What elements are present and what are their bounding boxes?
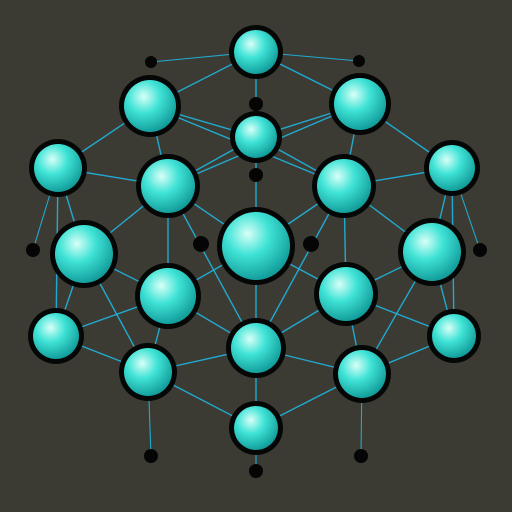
teal-sphere-icon <box>424 140 480 196</box>
sphere-body <box>140 268 196 324</box>
sphere-body <box>234 30 278 74</box>
teal-sphere-icon <box>135 263 201 329</box>
teal-sphere-icon <box>230 111 282 163</box>
dot-layer <box>26 55 487 478</box>
teal-sphere-icon <box>28 308 84 364</box>
teal-sphere-icon <box>119 75 181 137</box>
sphere-body <box>432 314 476 358</box>
teal-sphere-icon <box>314 262 378 326</box>
teal-sphere-icon <box>398 218 466 286</box>
sphere-body <box>222 212 290 280</box>
teal-sphere-icon <box>427 309 481 363</box>
black-dot-icon <box>249 97 263 111</box>
black-dot-icon <box>145 56 157 68</box>
sphere-body <box>235 116 277 158</box>
black-dot-icon <box>144 449 158 463</box>
sphere-body <box>338 350 386 398</box>
sphere-body <box>403 223 461 281</box>
sphere-body <box>33 313 79 359</box>
sphere-body <box>141 159 195 213</box>
sphere-body <box>124 80 176 132</box>
black-dot-icon <box>249 464 263 478</box>
teal-sphere-icon <box>136 154 200 218</box>
sphere-body <box>34 144 82 192</box>
black-dot-icon <box>473 243 487 257</box>
sphere-body <box>334 78 386 130</box>
node-layer <box>28 25 481 455</box>
sphere-body <box>234 406 278 450</box>
black-dot-icon <box>193 236 209 252</box>
black-dot-icon <box>354 449 368 463</box>
sphere-body <box>319 267 373 321</box>
black-dot-icon <box>303 236 319 252</box>
sphere-body <box>429 145 475 191</box>
teal-sphere-icon <box>329 73 391 135</box>
teal-sphere-icon <box>29 139 87 197</box>
black-dot-icon <box>26 243 40 257</box>
teal-sphere-icon <box>119 343 177 401</box>
black-dot-icon <box>353 55 365 67</box>
teal-sphere-icon <box>217 207 295 285</box>
teal-sphere-icon <box>50 220 118 288</box>
sphere-body <box>124 348 172 396</box>
sphere-body <box>55 225 113 283</box>
teal-sphere-icon <box>333 345 391 403</box>
sphere-body <box>231 323 281 373</box>
black-dot-icon <box>249 168 263 182</box>
teal-sphere-icon <box>226 318 286 378</box>
teal-sphere-icon <box>229 401 283 455</box>
sphere-body <box>317 159 371 213</box>
teal-sphere-icon <box>312 154 376 218</box>
teal-sphere-icon <box>229 25 283 79</box>
